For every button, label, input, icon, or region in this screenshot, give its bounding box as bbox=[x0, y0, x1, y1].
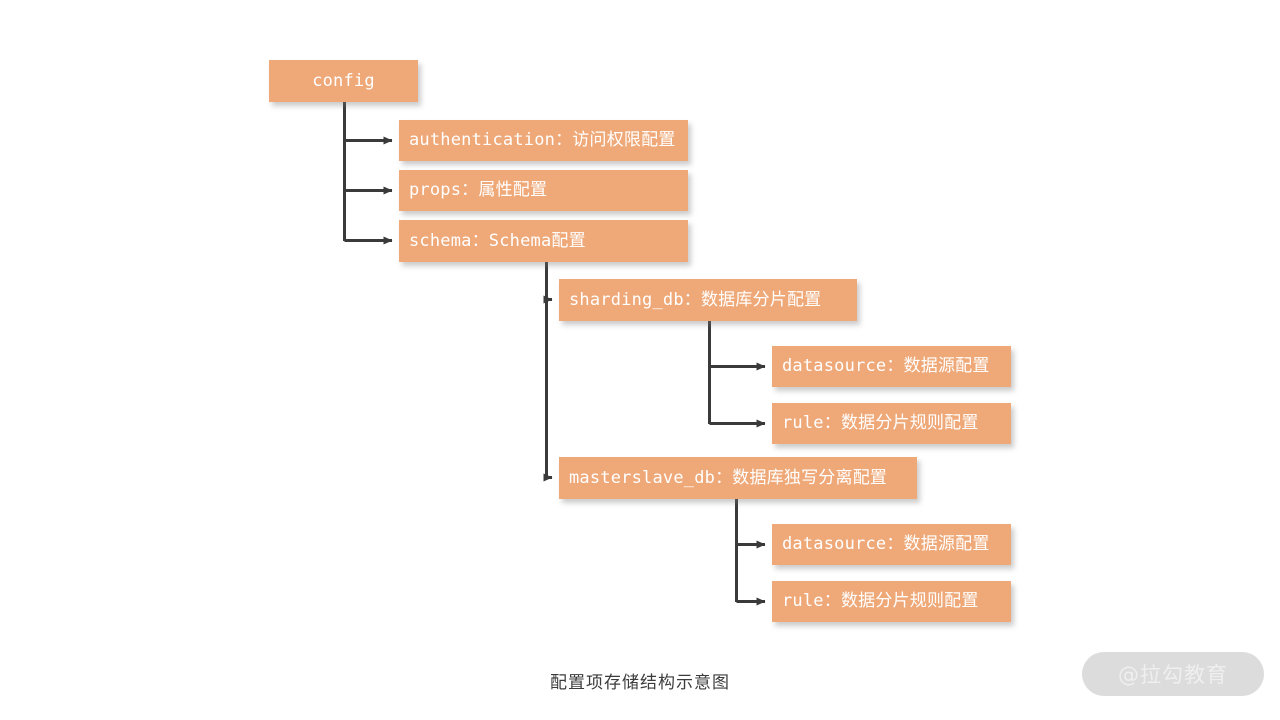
node-schema-label: schema：Schema配置 bbox=[409, 230, 586, 251]
node-schema[interactable]: schema：Schema配置 bbox=[399, 220, 688, 262]
watermark-badge: @拉勾教育 bbox=[1082, 652, 1264, 696]
node-sharding-datasource-label: datasource：数据源配置 bbox=[782, 356, 990, 376]
node-config-label: config bbox=[312, 70, 375, 91]
watermark-text: @拉勾教育 bbox=[1118, 663, 1228, 687]
node-sharding-rule-label: rule：数据分片规则配置 bbox=[782, 413, 979, 433]
node-masterslave-db[interactable]: masterslave_db：数据库独写分离配置 bbox=[559, 457, 917, 499]
node-config[interactable]: config bbox=[269, 60, 418, 102]
diagram-caption: 配置项存储结构示意图 bbox=[550, 673, 730, 693]
node-masterslave-db-label: masterslave_db：数据库独写分离配置 bbox=[569, 467, 888, 488]
node-sharding-db-label: sharding_db：数据库分片配置 bbox=[569, 289, 822, 310]
node-masterslave-rule-label: rule：数据分片规则配置 bbox=[782, 591, 979, 611]
node-sharding-rule[interactable]: rule：数据分片规则配置 bbox=[772, 403, 1011, 444]
node-masterslave-datasource-label: datasource：数据源配置 bbox=[782, 534, 990, 554]
node-props[interactable]: props：属性配置 bbox=[399, 170, 688, 211]
node-authentication[interactable]: authentication：访问权限配置 bbox=[399, 120, 688, 161]
node-props-label: props：属性配置 bbox=[409, 180, 548, 200]
node-sharding-db[interactable]: sharding_db：数据库分片配置 bbox=[559, 279, 857, 321]
node-sharding-datasource[interactable]: datasource：数据源配置 bbox=[772, 346, 1011, 387]
node-masterslave-rule[interactable]: rule：数据分片规则配置 bbox=[772, 581, 1011, 622]
node-masterslave-datasource[interactable]: datasource：数据源配置 bbox=[772, 524, 1011, 565]
node-authentication-label: authentication：访问权限配置 bbox=[409, 130, 676, 150]
